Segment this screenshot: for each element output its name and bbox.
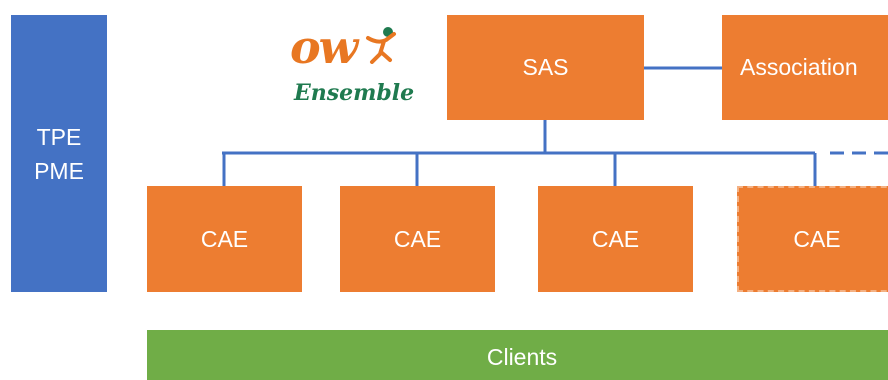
clients-label: Clients — [486, 344, 558, 370]
association-box: Association — [722, 15, 888, 120]
logo-wordmark: ow — [290, 20, 358, 74]
sas-box: SAS — [447, 15, 644, 120]
cae-box-1: CAE — [147, 186, 302, 292]
cae-label: CAE — [793, 225, 841, 252]
tpe-label: TPE — [36, 123, 82, 150]
logo-subtitle: Ensemble — [294, 80, 415, 106]
cae-box-4-dashed: CAE — [737, 186, 888, 292]
pme-label: PME — [34, 157, 84, 184]
clients-bar: Clients — [147, 330, 888, 380]
cae-label: CAE — [393, 225, 442, 252]
cae-label: CAE — [591, 225, 640, 252]
ow-ensemble-logo: ow Ensemble — [290, 22, 435, 117]
sas-label: SAS — [522, 54, 569, 80]
tpe-pme-box: TPE PME — [11, 15, 107, 292]
cae-label: CAE — [200, 225, 249, 252]
cae-box-3: CAE — [538, 186, 693, 292]
association-label: Association — [740, 54, 858, 80]
person-figure-icon — [366, 27, 396, 64]
cae-box-2: CAE — [340, 186, 495, 292]
